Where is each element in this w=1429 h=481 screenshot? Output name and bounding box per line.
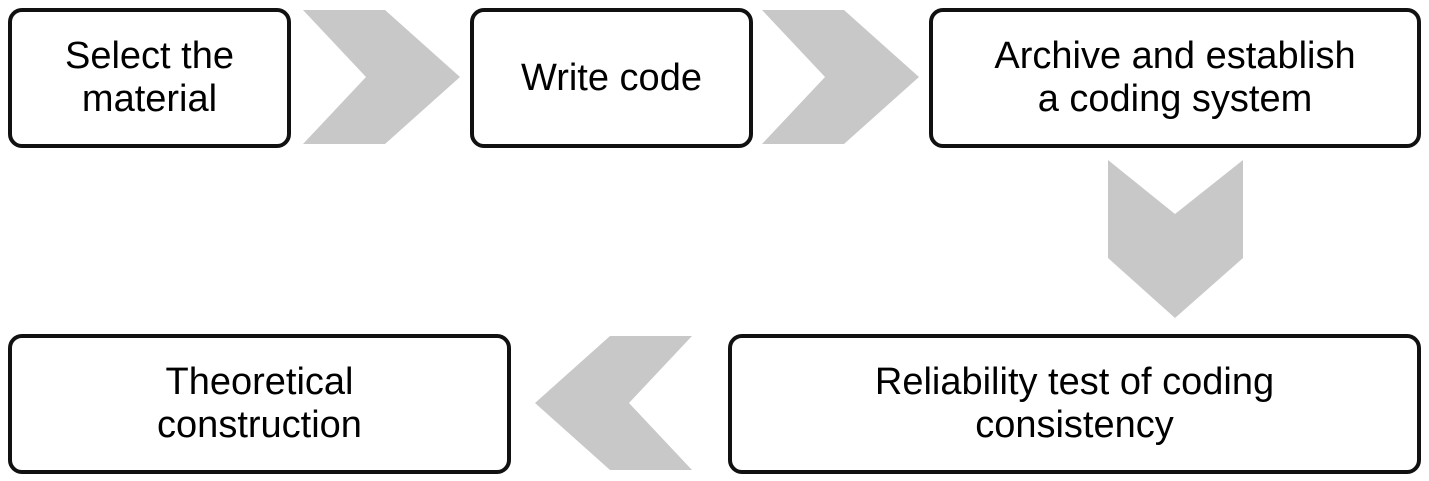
step-write-code: Write code [470,8,753,148]
step-archive-coding-system: Archive and establish a coding system [929,8,1421,148]
chevron-right-icon [762,10,919,144]
step-label: Select the material [65,35,234,120]
chevron-right-icon [303,10,460,144]
chevron-left-icon [535,336,692,470]
step-theoretical-construction: Theoretical construction [8,334,511,474]
step-label: Write code [521,56,702,99]
chevron-down-icon [1108,160,1243,318]
step-reliability-test: Reliability test of coding consistency [728,334,1421,474]
step-select-material: Select the material [8,8,291,148]
step-label: Theoretical construction [157,361,362,446]
step-label: Archive and establish a coding system [994,35,1356,120]
step-label: Reliability test of coding consistency [874,361,1275,446]
